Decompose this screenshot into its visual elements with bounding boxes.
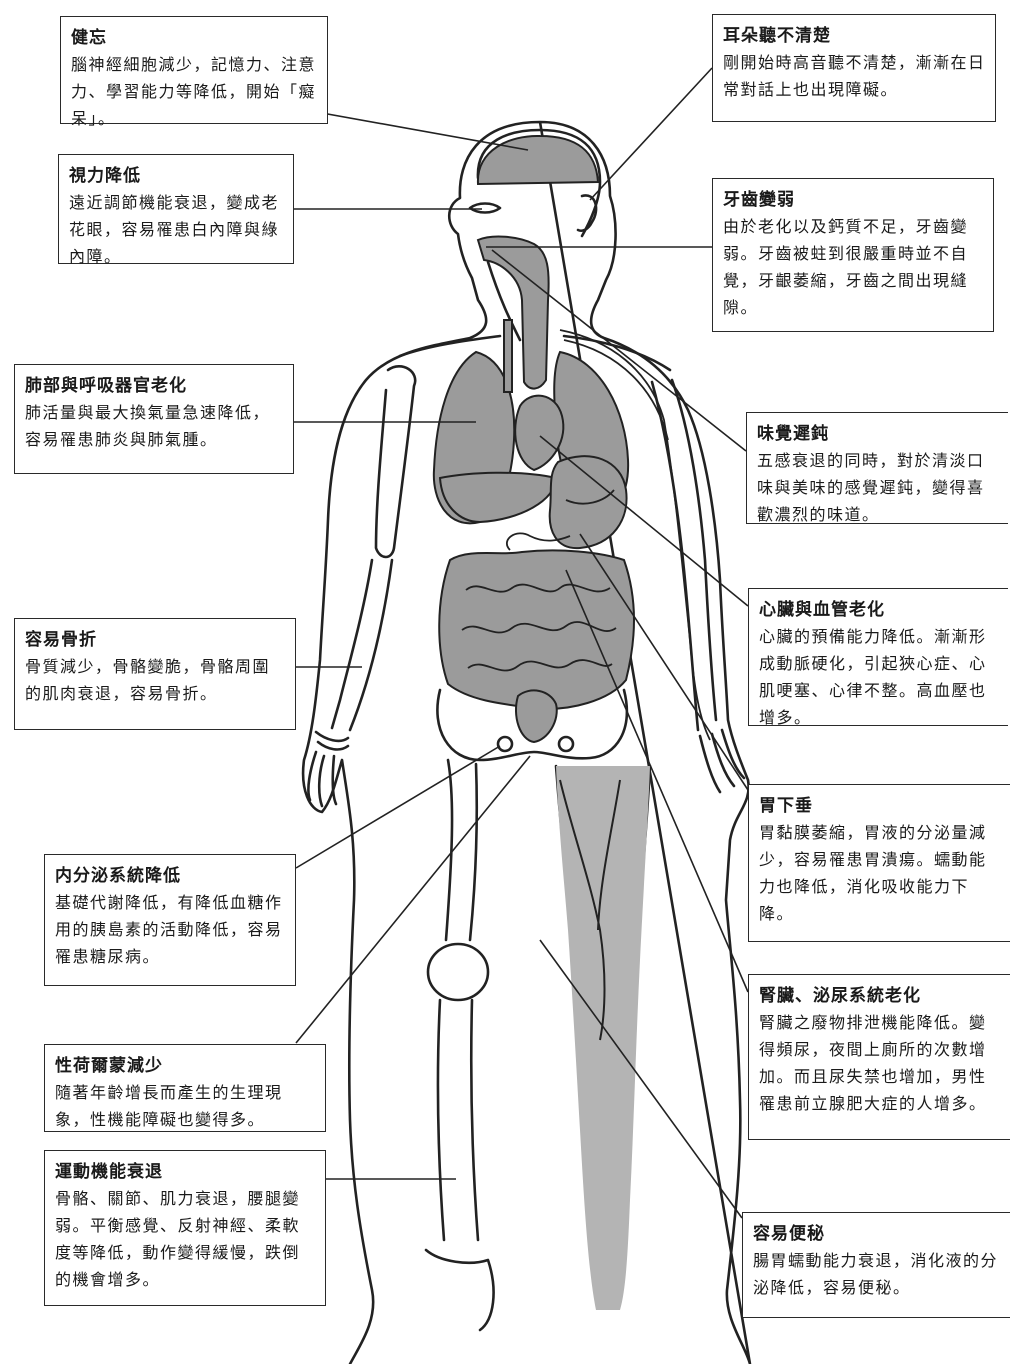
- label-forgetfulness: 健忘 腦神經細胞減少，記憶力、注意力、學習能力等降低，開始「癡呆」。: [60, 16, 328, 124]
- left-femur: [446, 760, 477, 940]
- label-kidney: 腎臟、泌尿系統老化 腎臟之廢物排泄機能降低。變得頻尿，夜間上廁所的次數增加。而且…: [748, 974, 1010, 1140]
- label-body: 遠近調節機能衰退，變成老花眼，容易罹患白內障與綠內障。: [69, 189, 285, 270]
- right-leg-shade: [556, 766, 650, 1310]
- label-title: 耳朵聽不清楚: [723, 21, 987, 46]
- label-body: 五感衰退的同時，對於清淡口味與美味的感覺遲鈍，變得喜歡濃烈的味道。: [757, 447, 1000, 528]
- label-hearing: 耳朵聽不清楚 剛開始時高音聽不清楚，漸漸在日常對話上也出現障礙。: [712, 14, 996, 122]
- stomach-organ: [550, 456, 627, 548]
- brain-organ: [478, 136, 598, 184]
- label-body: 基礎代謝降低，有降低血糖作用的胰島素的活動降低，容易罹患糖尿病。: [55, 889, 287, 970]
- left-humerus: [376, 366, 415, 557]
- label-title: 腎臟、泌尿系統老化: [759, 981, 1002, 1006]
- left-forearm-inner: [350, 560, 392, 730]
- left-forearm-outer: [332, 560, 372, 728]
- label-title: 運動機能衰退: [55, 1157, 317, 1182]
- intestine-organ: [439, 550, 634, 708]
- label-fracture: 容易骨折 骨質減少，骨骼變脆，骨骼周圍的肌肉衰退，容易骨折。: [14, 618, 296, 730]
- left-kneecap: [428, 944, 488, 1000]
- collarbone-left: [400, 336, 500, 356]
- label-body: 腸胃蠕動能力衰退，消化液的分泌降低，容易便秘。: [753, 1247, 1002, 1301]
- label-body: 心臟的預備能力降低。漸漸形成動脈硬化，引起狹心症、心肌哽塞、心律不整。高血壓也增…: [759, 623, 1000, 731]
- label-body: 由於老化以及鈣質不足，牙齒變弱。牙齒被蛀到很嚴重時並不自覺，牙齦萎縮，牙齒之間出…: [723, 213, 985, 321]
- left-ankle: [426, 1250, 494, 1330]
- label-taste: 味覺遲鈍 五感衰退的同時，對於清淡口味與美味的感覺遲鈍，變得喜歡濃烈的味道。: [746, 412, 1008, 524]
- label-body: 肺活量與最大換氣量急速降低，容易罹患肺炎與肺氣腫。: [25, 399, 285, 453]
- label-title: 味覺遲鈍: [757, 419, 1000, 444]
- label-teeth: 牙齒變弱 由於老化以及鈣質不足，牙齒變弱。牙齒被蛀到很嚴重時並不自覺，牙齦萎縮，…: [712, 178, 994, 332]
- label-body: 骨骼、關節、肌力衰退，腰腿變弱。平衡感覺、反射神經、柔軟度等降低，動作變得緩慢，…: [55, 1185, 317, 1293]
- leader-hearing: [590, 68, 712, 200]
- leader-constipation: [540, 940, 742, 1218]
- label-title: 心臟與血管老化: [759, 595, 1000, 620]
- liver-organ: [440, 473, 556, 522]
- label-title: 性荷爾蒙減少: [55, 1051, 317, 1076]
- hip-hole-left: [498, 737, 512, 751]
- right-hand: [700, 730, 744, 792]
- label-body: 腎臟之廢物排泄機能降低。變得頻尿，夜間上廁所的次數增加。而且尿失禁也增加，男性罹…: [759, 1009, 1002, 1117]
- eye-outline: [470, 204, 500, 213]
- label-stomach: 胃下垂 胃黏膜萎縮，胃液的分泌量減少，容易罹患胃潰瘍。蠕動能力也降低，消化吸收能…: [748, 784, 1010, 942]
- airway-tube: [504, 320, 512, 392]
- bladder-organ: [516, 690, 557, 742]
- label-title: 視力降低: [69, 161, 285, 186]
- leader-hormone: [296, 756, 530, 1043]
- label-constipation: 容易便秘 腸胃蠕動能力衰退，消化液的分泌降低，容易便秘。: [742, 1212, 1010, 1318]
- left-hand: [308, 752, 336, 806]
- hip-hole-right: [559, 737, 573, 751]
- label-body: 隨著年齡增長而產生的生理現象，性機能障礙也變得多。: [55, 1079, 317, 1133]
- label-body: 剛開始時高音聽不清楚，漸漸在日常對話上也出現障礙。: [723, 49, 987, 103]
- label-body: 胃黏膜萎縮，胃液的分泌量減少，容易罹患胃潰瘍。蠕動能力也降低，消化吸收能力下降。: [759, 819, 1002, 927]
- label-heart: 心臟與血管老化 心臟的預備能力降低。漸漸形成動脈硬化，引起狹心症、心肌哽塞、心律…: [748, 588, 1008, 726]
- label-body: 腦神經細胞減少，記憶力、注意力、學習能力等降低，開始「癡呆」。: [71, 51, 319, 132]
- label-title: 容易便秘: [753, 1219, 1002, 1244]
- left-wrist: [316, 732, 348, 749]
- label-lungs: 肺部與呼吸器官老化 肺活量與最大換氣量急速降低，容易罹患肺炎與肺氣腫。: [14, 364, 294, 474]
- left-tibia: [438, 1000, 478, 1240]
- label-vision: 視力降低 遠近調節機能衰退，變成老花眼，容易罹患白內障與綠內障。: [58, 154, 294, 264]
- label-body: 骨質減少，骨骼變脆，骨骼周圍的肌肉衰退，容易骨折。: [25, 653, 287, 707]
- label-title: 胃下垂: [759, 791, 1002, 816]
- label-title: 健忘: [71, 23, 319, 48]
- label-endocrine: 内分泌系統降低 基礎代謝降低，有降低血糖作用的胰島素的活動降低，容易罹患糖尿病。: [44, 854, 296, 986]
- label-hormone: 性荷爾蒙減少 隨著年齡增長而產生的生理現象，性機能障礙也變得多。: [44, 1044, 326, 1132]
- label-motor: 運動機能衰退 骨骼、關節、肌力衰退，腰腿變弱。平衡感覺、反射神經、柔軟度等降低，…: [44, 1150, 326, 1306]
- label-title: 牙齒變弱: [723, 185, 985, 210]
- label-title: 容易骨折: [25, 625, 287, 650]
- label-title: 肺部與呼吸器官老化: [25, 371, 285, 396]
- heart-organ: [515, 396, 563, 470]
- label-title: 内分泌系統降低: [55, 861, 287, 886]
